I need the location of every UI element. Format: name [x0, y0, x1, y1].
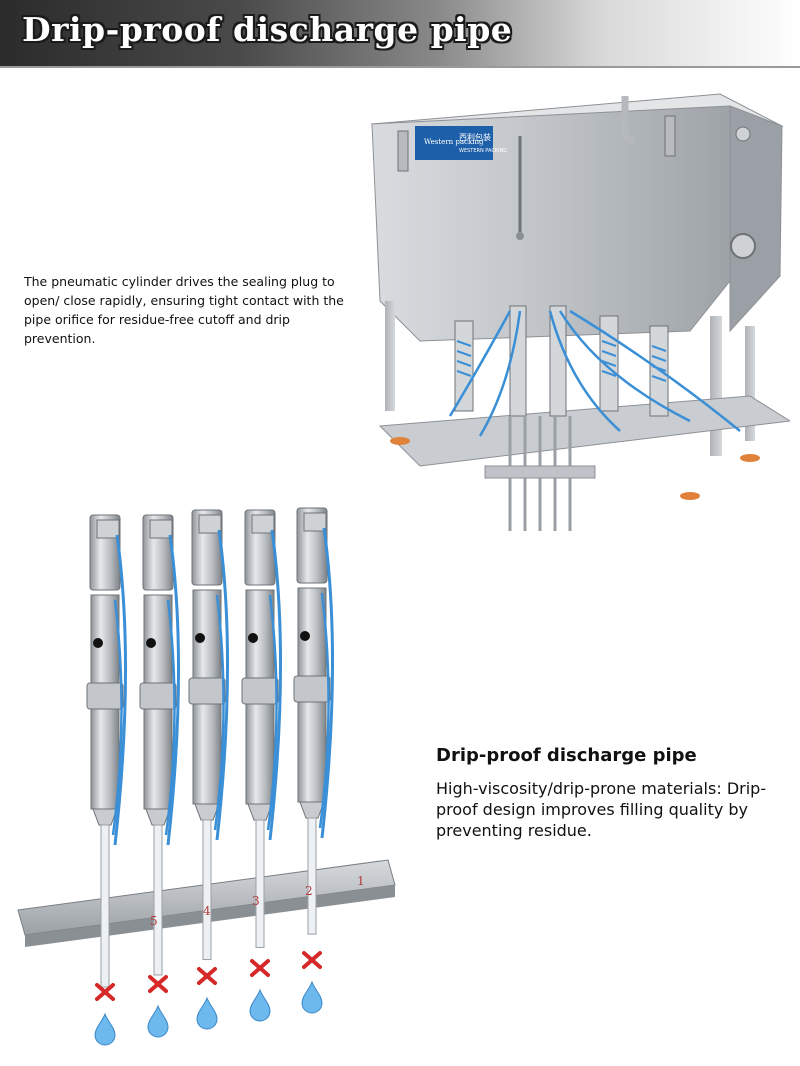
water-drop-icon	[196, 996, 218, 1030]
label-plate-en-1: Western packing	[424, 138, 484, 146]
water-drop-icon	[301, 980, 323, 1014]
discharge-valve	[188, 509, 229, 960]
label-plate-cn: 西利包装	[459, 132, 491, 142]
discharge-valve	[293, 507, 334, 935]
page-title: Drip-proof discharge pipe	[22, 10, 513, 49]
discharge-valve	[86, 514, 127, 988]
red-cross-icon	[95, 983, 115, 1001]
title-banner: Drip-proof discharge pipe	[0, 0, 800, 68]
water-drop-icon	[147, 1004, 169, 1038]
red-cross-icon	[302, 951, 322, 969]
rail-number: 5	[150, 914, 158, 928]
water-drop-icon	[94, 1012, 116, 1046]
water-drop-icon	[249, 988, 271, 1022]
feature-description: High-viscosity/drip-prone materials: Dri…	[436, 779, 767, 840]
filling-machine-image: Western packing 西利包装 WESTERN PACKING	[370, 93, 790, 531]
red-cross-icon	[250, 959, 270, 977]
label-plate-en-2: WESTERN PACKING	[459, 148, 507, 154]
rail-number: 1	[357, 874, 365, 888]
discharge-valve	[241, 509, 282, 948]
rail-number: 4	[203, 904, 211, 918]
brand-label-plate: Western packing 西利包装 WESTERN PACKING	[415, 126, 507, 160]
drip-proof-valves-image: 5 4 3 2 1	[17, 507, 396, 1046]
rail-number: 2	[305, 884, 313, 898]
rail-number: 3	[252, 894, 260, 908]
cylinder-description: The pneumatic cylinder drives the sealin…	[24, 274, 344, 346]
red-cross-icon	[148, 975, 168, 993]
feature-title: Drip-proof discharge pipe	[436, 745, 697, 766]
discharge-valve	[139, 514, 180, 976]
red-cross-icon	[197, 967, 217, 985]
